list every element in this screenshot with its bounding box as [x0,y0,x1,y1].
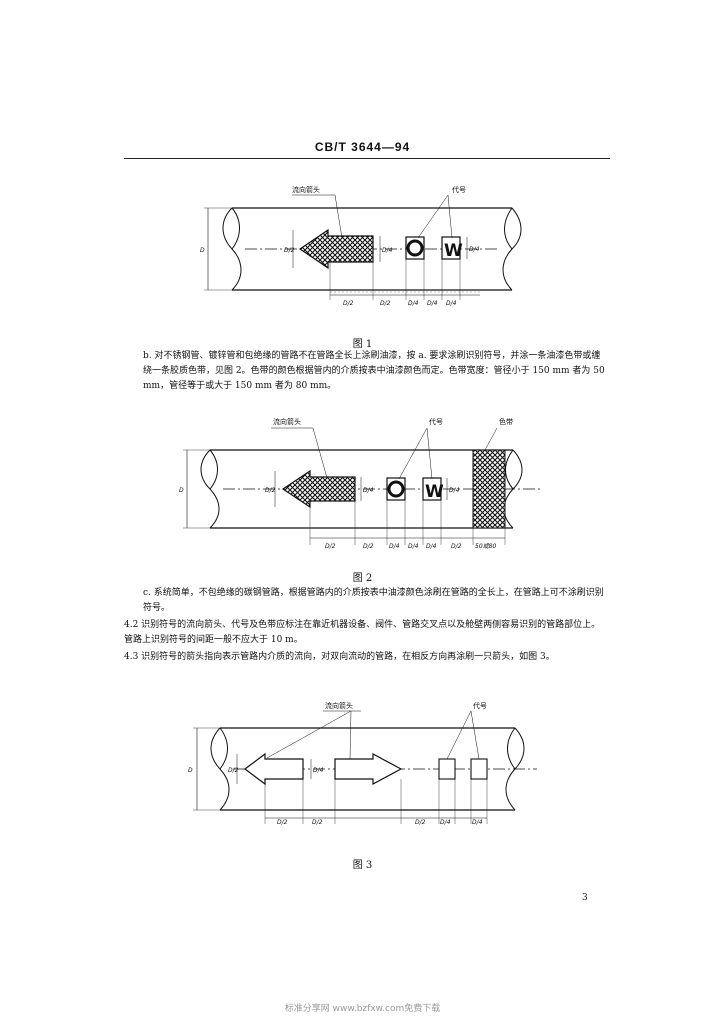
fig1-bottom-dim: D/2 [380,300,391,307]
figure-3-caption: 图 3 [352,860,373,871]
fig2-dim-band: D/4 [363,487,374,494]
paragraph-4-3: 4.3 识别符号的箭头指向表示管路内介质的流向，对双向流动的管路，在相反方向再涂… [124,652,555,662]
fig2-bottom-dim: D/4 [426,543,437,550]
figure-3-pipe-diagram: D D/2 D/4 流向箭头 代号 D/2 D/2 D/2 D/4 D/4 [188,701,537,826]
fig3-label-arrow: 流向箭头 [325,701,353,710]
fig2-dim-arrow: D/2 [265,487,276,494]
document-header: CB/T 3644—94 [314,140,411,154]
fig1-dim-D: D [200,247,205,254]
fig2-code-circle [387,480,405,498]
fig2-label-band: 色带 [499,417,513,426]
paragraph-4-2: 4.2 识别符号的流向箭头、代号及色带应标注在靠近机器设备、阀件、管路交叉点以及… [124,620,601,645]
fig3-bottom-dim: D/4 [472,819,483,826]
figure-2-pipe-diagram: D D/2 D/4 W D/4 流向箭头 代号 色带 D/2 D/2 D/4 D… [179,417,543,550]
fig2-flow-arrow [281,469,356,509]
fig2-code-letter: W [425,482,444,502]
fig1-label-code: 代号 [452,185,466,194]
fig3-code-box [438,758,456,780]
page-number: 3 [582,893,588,903]
fig3-dim-arrow: D/2 [228,767,239,774]
fig3-bottom-dim: D/2 [277,819,288,826]
fig2-colour-band [472,449,506,529]
fig2-label-arrow: 流向箭头 [273,417,301,426]
fig3-bottom-dim: D/2 [415,819,426,826]
fig2-bottom-dim: D/2 [325,543,336,550]
fig3-bottom-dim: D/2 [312,819,323,826]
fig3-flow-arrow-right [334,752,403,786]
figure-1-pipe-diagram: D D/2 D/4 W D/4 流向箭头 代号 D/2 D/2 D/4 D/4 … [200,185,522,307]
figure-2-caption: 图 2 [352,573,373,584]
fig2-label-code: 代号 [429,417,443,426]
watermark-footer: 标准分享网 www.bzfxw.com免费下载 [284,1004,441,1014]
fig1-dim-band: D/4 [382,247,393,254]
fig3-flow-arrow-left [244,752,304,786]
fig2-bottom-dim: D/2 [451,543,462,550]
fig1-code-circle [406,239,424,257]
fig2-bottom-dim: D/2 [363,543,374,550]
fig1-bottom-dim: D/2 [343,300,354,307]
fig1-bottom-dim: D/4 [427,300,438,307]
fig1-bottom-dim: D/4 [408,300,419,307]
header-rule [124,158,610,159]
figure-1-caption: 图 1 [352,339,373,350]
paragraph-b: b. 对不锈钢管、镀锌管和包绝缘的管路不在管路全长上涂刷油漆，按 a. 要求涂刷… [143,351,605,391]
fig1-bottom-dim: D/4 [446,300,457,307]
fig3-label-code: 代号 [473,701,487,710]
paragraph-c: c. 系统简单，不包绝缘的碳钢管路，根据管路内的介质按表中油漆颜色涂刷在管路的全… [143,588,604,613]
fig1-code-letter: W [444,241,463,261]
fig2-dim-D: D [179,487,184,494]
fig1-label-arrow: 流向箭头 [292,185,320,194]
fig3-dim-D: D [188,767,193,774]
fig1-flow-arrow [298,228,374,270]
fig2-bottom-dim: D/4 [408,543,419,550]
fig2-dim-w: D/4 [449,487,460,494]
fig3-bottom-dim: D/4 [440,819,451,826]
fig1-dim-w: D/4 [469,246,480,253]
fig1-dim-arrow: D/2 [284,247,295,254]
fig3-dim-band: D/4 [313,767,324,774]
fig3-code-box [470,758,488,780]
fig2-bottom-dim: D/4 [389,543,400,550]
fig2-bottom-dim: 50或80 [475,542,496,550]
